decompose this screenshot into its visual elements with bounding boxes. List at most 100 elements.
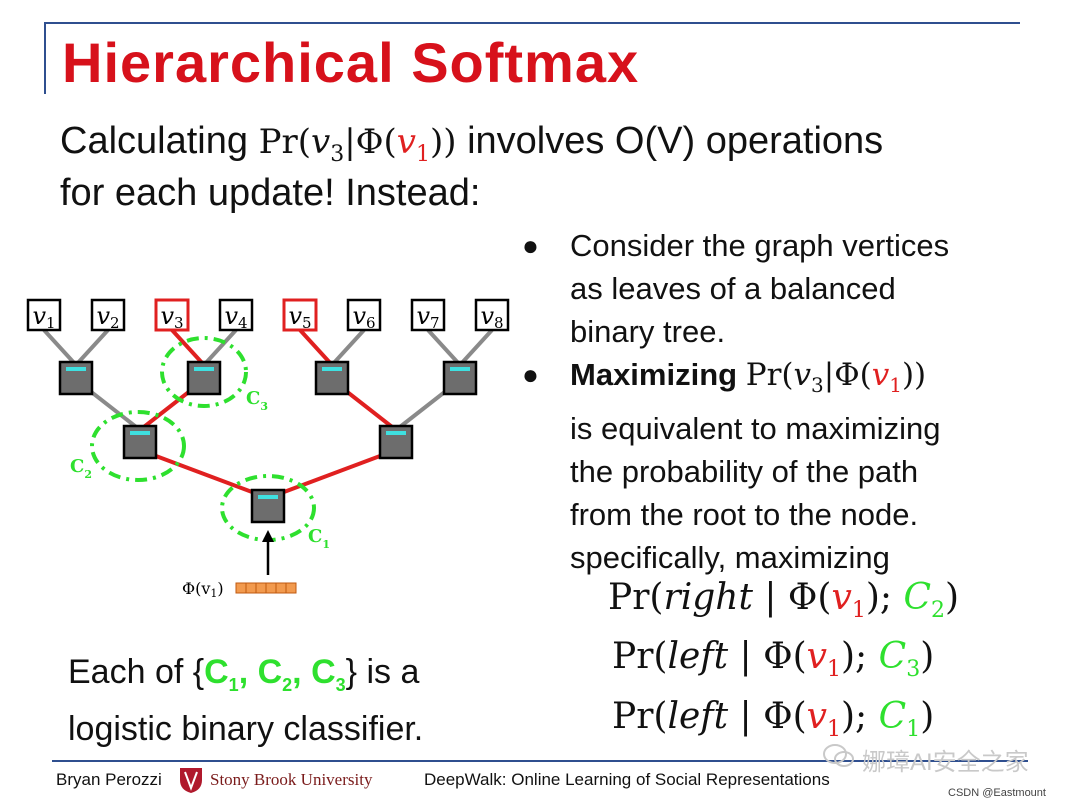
leaf-label: v1 [32, 302, 55, 332]
intro-prefix: Calculating [60, 120, 259, 162]
leaf-node [410, 298, 446, 332]
math-v1: v [806, 636, 828, 677]
equation-classifier: C [878, 696, 907, 737]
math-v3-sub: 3 [811, 373, 824, 398]
tree-edges-gray [42, 328, 494, 432]
intro-suffix: involves O(V) operations [456, 120, 884, 162]
math-v1-sub: 1 [827, 657, 842, 683]
edge [426, 328, 462, 367]
leaf-label: v7 [416, 302, 439, 332]
note-c1-sub: 1 [228, 674, 239, 695]
leaf-label: v3 [160, 302, 183, 332]
classifier-note: Each of {C1, C2, C3} is a logistic binar… [68, 650, 423, 751]
note-line-1: Each of {C1, C2, C3} is a [68, 653, 420, 695]
leaf-label: v4 [224, 302, 247, 332]
bullet-2-line: specifically, maximizing [570, 540, 890, 576]
leaf-node-highlighted [282, 298, 318, 332]
bullet-dot-1: ● [522, 230, 539, 261]
bullet-2-line: is equivalent to maximizing [570, 411, 941, 447]
leaf-label: v6 [352, 302, 375, 332]
bullet-2-head: Maximizing Pr(v3|Φ(v1)) [570, 353, 940, 407]
note-c3-sub: 3 [335, 674, 346, 695]
wechat-watermark-icon [823, 744, 854, 767]
bullet-2-bold: Maximizing [570, 357, 738, 392]
watermark-text: 娜璋AI安全之家 [862, 749, 1029, 776]
tree-edges-path [138, 328, 398, 500]
path-edge [298, 328, 334, 367]
math-v1-sub: 1 [827, 717, 842, 743]
bullet-2-math: Pr(v3|Φ(v1)) [745, 357, 926, 397]
input-vector [235, 582, 297, 594]
leaf-label: v2 [96, 302, 119, 332]
note-prefix: Each of { [68, 653, 205, 691]
footer-university: Stony Brook University [178, 766, 372, 794]
leaf-node [474, 298, 510, 332]
footer-course: DeepWalk: Online Learning of Social Repr… [424, 770, 830, 789]
bullet-1: Consider the graph vertices as leaves of… [570, 224, 949, 353]
note-c2: C [257, 653, 283, 691]
equation-word: right [663, 577, 753, 618]
equation-word: left [667, 636, 729, 677]
math-pr: Pr( [745, 357, 794, 393]
equation-2: Pr(left | Φ(v1); C3) [612, 636, 935, 683]
math-v3: v [310, 122, 331, 162]
leaf-label: v8 [480, 302, 503, 332]
bullet-dot-2: ● [522, 359, 539, 390]
equation-classifier: C [878, 636, 907, 677]
path-edge [267, 448, 397, 500]
edge [74, 328, 110, 367]
label-c1: C1 [308, 526, 330, 551]
footer-rule [52, 760, 1028, 762]
math-v1: v [396, 122, 416, 162]
edge [202, 328, 238, 367]
edge [330, 328, 366, 367]
slide-title: Hierarchical Softmax [62, 31, 640, 94]
math-v3: v [793, 357, 812, 393]
leaf-node [26, 298, 62, 332]
internal-node [58, 360, 94, 396]
bullet-2-line: from the root to the node. [570, 497, 919, 533]
math-phi: |Φ( [823, 357, 872, 393]
tree-leaves: v1 v2 v3 v4 v5 v6 v7 v8 [26, 298, 510, 332]
leaf-node [90, 298, 126, 332]
classifier-ellipse-c3 [160, 336, 248, 408]
note-suffix: } is a [345, 653, 420, 691]
bullet-1-line: as leaves of a balanced [570, 271, 896, 306]
footer-author: Bryan Perozzi [56, 770, 162, 789]
math-pr: Pr( [258, 122, 311, 162]
math-v1-sub: 1 [889, 373, 902, 398]
leaf-label: v5 [288, 302, 311, 332]
label-c3: C3 [246, 388, 268, 413]
internal-node [314, 360, 350, 396]
internal-node [186, 360, 222, 396]
path-edge [139, 448, 269, 500]
classifier-ellipse-c2 [90, 410, 186, 482]
equation-classifier: C [903, 577, 931, 618]
path-edge [170, 328, 206, 367]
equation-classifier-sub: 2 [931, 598, 945, 624]
bullet-1-line: binary tree. [570, 314, 726, 349]
equation-3: Pr(left | Φ(v1); C1) [612, 696, 935, 743]
note-c2-sub: 2 [282, 674, 293, 695]
edge [42, 328, 78, 367]
input-arrow [262, 530, 274, 575]
math-close: )) [430, 122, 457, 162]
internal-node [378, 424, 414, 460]
title-left-rule [44, 22, 46, 94]
math-v1-sub: 1 [416, 141, 430, 167]
math-v1-sub: 1 [851, 598, 866, 624]
input-label: Φ(v1) [182, 579, 224, 600]
leaf-node [346, 298, 382, 332]
internal-node [442, 360, 478, 396]
leaf-node [218, 298, 254, 332]
edge [458, 328, 494, 367]
note-line-2: logistic binary classifier. [68, 709, 424, 748]
intro-math: Pr(v3|Φ(v1)) [258, 122, 457, 167]
intro-line-1: Calculating Pr(v3|Φ(v1)) involves O(V) o… [60, 116, 883, 180]
internal-nodes [58, 360, 478, 524]
math-v1: v [871, 357, 890, 393]
equation-classifier-sub: 3 [906, 657, 921, 683]
internal-node [122, 424, 158, 460]
root-node [250, 488, 286, 524]
university-name: Stony Brook University [210, 770, 373, 789]
